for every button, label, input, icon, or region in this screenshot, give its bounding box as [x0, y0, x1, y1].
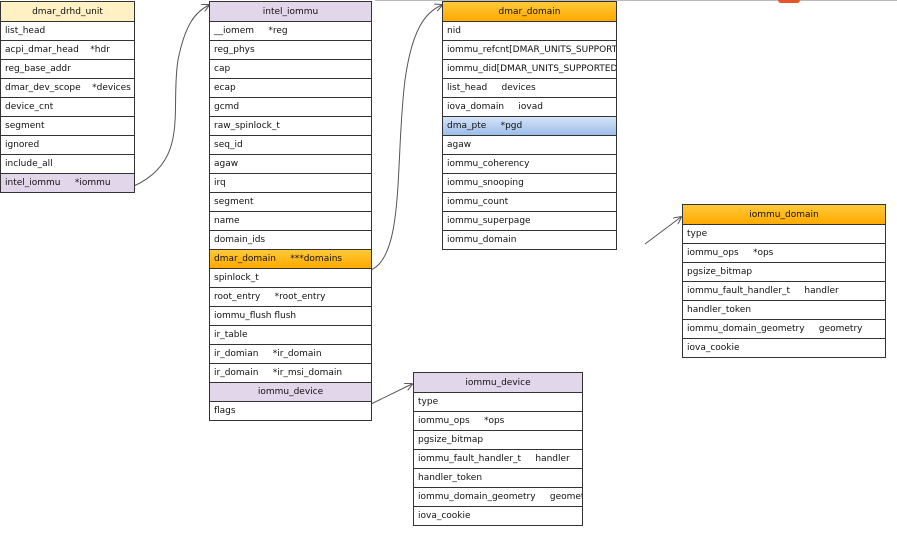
table-header: dmar_domain	[443, 2, 616, 22]
arrow-intel-iommu-to-iommu-device	[370, 384, 412, 405]
field-row[interactable]: iommu_ops *ops	[683, 244, 885, 263]
field-row[interactable]: iommu_domain_geometry geometry	[414, 488, 582, 507]
field-row[interactable]: iommu_count	[443, 193, 616, 212]
field-row[interactable]: iommu_device	[210, 383, 371, 402]
field-row[interactable]: agaw	[443, 136, 616, 155]
field-row[interactable]: pgsize_bitmap	[683, 263, 885, 282]
field-row[interactable]: iommu_ops *ops	[414, 412, 582, 431]
field-row[interactable]: list_head devices	[443, 79, 616, 98]
field-row[interactable]: acpi_dmar_head *hdr	[1, 41, 134, 60]
field-row[interactable]: iommu_refcnt[DMAR_UNITS_SUPPORTED]	[443, 41, 616, 60]
field-row[interactable]: iommu_fault_handler_t handler	[683, 282, 885, 301]
field-row[interactable]: segment	[210, 193, 371, 212]
field-row[interactable]: include_all	[1, 155, 134, 174]
field-row[interactable]: gcmd	[210, 98, 371, 117]
field-row[interactable]: ignored	[1, 136, 134, 155]
field-row[interactable]: iommu_snooping	[443, 174, 616, 193]
table-header: dmar_drhd_unit	[1, 2, 134, 22]
field-row[interactable]: handler_token	[414, 469, 582, 488]
field-row[interactable]: segment	[1, 117, 134, 136]
field-row[interactable]: iommu_flush flush	[210, 307, 371, 326]
arrow-dmar-domain-to-iommu-domain	[644, 217, 681, 245]
field-row[interactable]: nid	[443, 22, 616, 41]
field-row[interactable]: pgsize_bitmap	[414, 431, 582, 450]
field-row[interactable]: dma_pte *pgd	[443, 117, 616, 136]
field-row[interactable]: ecap	[210, 79, 371, 98]
field-row[interactable]: iova_domain iovad	[443, 98, 616, 117]
field-row[interactable]: type	[414, 393, 582, 412]
field-row[interactable]: raw_spinlock_t	[210, 117, 371, 136]
field-row[interactable]: type	[683, 225, 885, 244]
field-row[interactable]: reg_base_addr	[1, 60, 134, 79]
field-row[interactable]: ir_table	[210, 326, 371, 345]
field-row[interactable]: agaw	[210, 155, 371, 174]
field-row[interactable]: iommu_domain	[447, 235, 517, 245]
field-row[interactable]: __iomem *reg	[210, 22, 371, 41]
field-row[interactable]: dmar_domain ***domains	[210, 250, 371, 269]
table-header: intel_iommu	[210, 2, 371, 22]
field-row[interactable]: irq	[210, 174, 371, 193]
field-row[interactable]: iova_cookie	[687, 343, 740, 353]
field-row[interactable]: flags	[214, 406, 236, 416]
field-row[interactable]: intel_iommu *iommu	[1, 174, 134, 192]
canvas-top-border	[375, 0, 897, 1]
field-row[interactable]: iommu_did[DMAR_UNITS_SUPPORTED]	[443, 60, 616, 79]
arrow-domains-to-dmar-domain	[370, 5, 442, 271]
field-row[interactable]: seq_id	[210, 136, 371, 155]
field-row[interactable]: list_head	[1, 22, 134, 41]
field-row[interactable]: reg_phys	[210, 41, 371, 60]
orange-mark	[778, 0, 800, 3]
field-row[interactable]: iommu_coherency	[443, 155, 616, 174]
table-header: iommu_domain	[683, 205, 885, 225]
field-row[interactable]: cap	[210, 60, 371, 79]
field-row[interactable]: root_entry *root_entry	[210, 288, 371, 307]
field-row[interactable]: ir_domain *ir_msi_domain	[210, 364, 371, 383]
field-row[interactable]: iommu_domain_geometry geometry	[683, 320, 885, 339]
field-row[interactable]: name	[210, 212, 371, 231]
field-row[interactable]: ir_domian *ir_domain	[210, 345, 371, 364]
field-row[interactable]: handler_token	[683, 301, 885, 320]
field-row[interactable]: domain_ids	[210, 231, 371, 250]
field-row[interactable]: iova_cookie	[418, 511, 471, 521]
field-row[interactable]: device_cnt	[1, 98, 134, 117]
table-header: iommu_device	[414, 373, 582, 393]
field-row[interactable]: iommu_superpage	[443, 212, 616, 231]
field-row[interactable]: spinlock_t	[210, 269, 371, 288]
arrow-drhd-to-intel-iommu	[133, 5, 209, 187]
field-row[interactable]: iommu_fault_handler_t handler	[414, 450, 582, 469]
field-row[interactable]: dmar_dev_scope *devices	[1, 79, 134, 98]
